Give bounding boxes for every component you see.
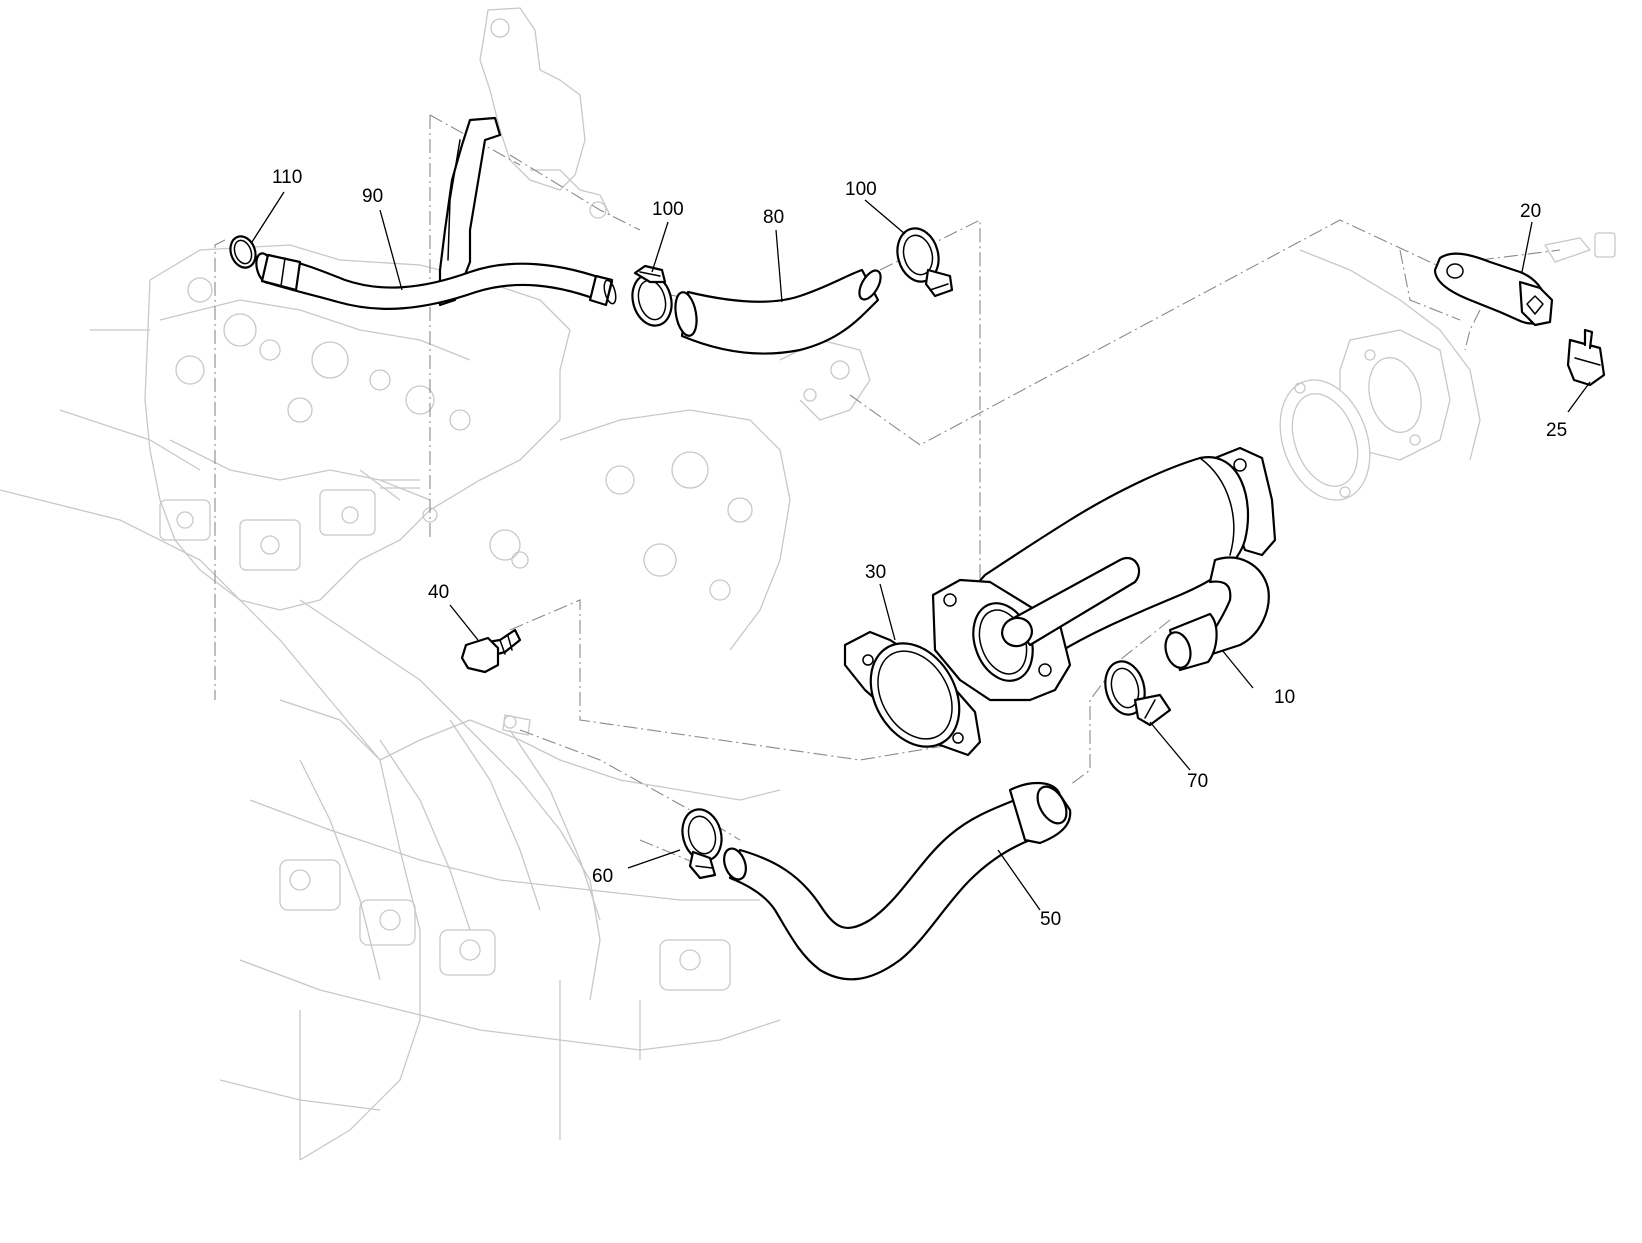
part-10-egr-cooler [931, 446, 1277, 702]
part-60-hose-clamp [681, 808, 723, 880]
part-100-hose-clamp-left [631, 264, 673, 327]
callout-110: 110 [272, 167, 302, 188]
part-80-curved-hose [674, 268, 882, 355]
part-90-upper-pipe [255, 116, 617, 310]
callout-70: 70 [1187, 771, 1208, 792]
part-100-hose-clamp-right [896, 227, 954, 298]
callout-25: 25 [1546, 420, 1567, 441]
callout-80: 80 [763, 207, 784, 228]
callout-50: 50 [1040, 909, 1061, 930]
part-40-bolt [460, 628, 522, 674]
part-30-gasket [843, 630, 982, 757]
engine-block-ghost [0, 7, 1616, 1161]
callout-30: 30 [865, 562, 886, 583]
part-20-bracket [1433, 252, 1554, 327]
callout-20: 20 [1520, 201, 1541, 222]
callout-60: 60 [592, 866, 613, 887]
part-70-hose-clamp [1104, 660, 1172, 727]
part-25-bolt [1566, 328, 1606, 387]
callout-100-right: 100 [845, 179, 877, 200]
callout-40: 40 [428, 582, 449, 603]
callout-90: 90 [362, 186, 383, 207]
part-110-o-ring [229, 235, 257, 269]
part-50-lower-hose [723, 782, 1072, 981]
callout-10: 10 [1274, 687, 1295, 708]
callout-numbers: 110 90 100 80 100 20 25 30 40 10 70 60 5… [272, 167, 1567, 930]
callout-100-left: 100 [652, 199, 684, 220]
leader-lines [251, 191, 1591, 911]
